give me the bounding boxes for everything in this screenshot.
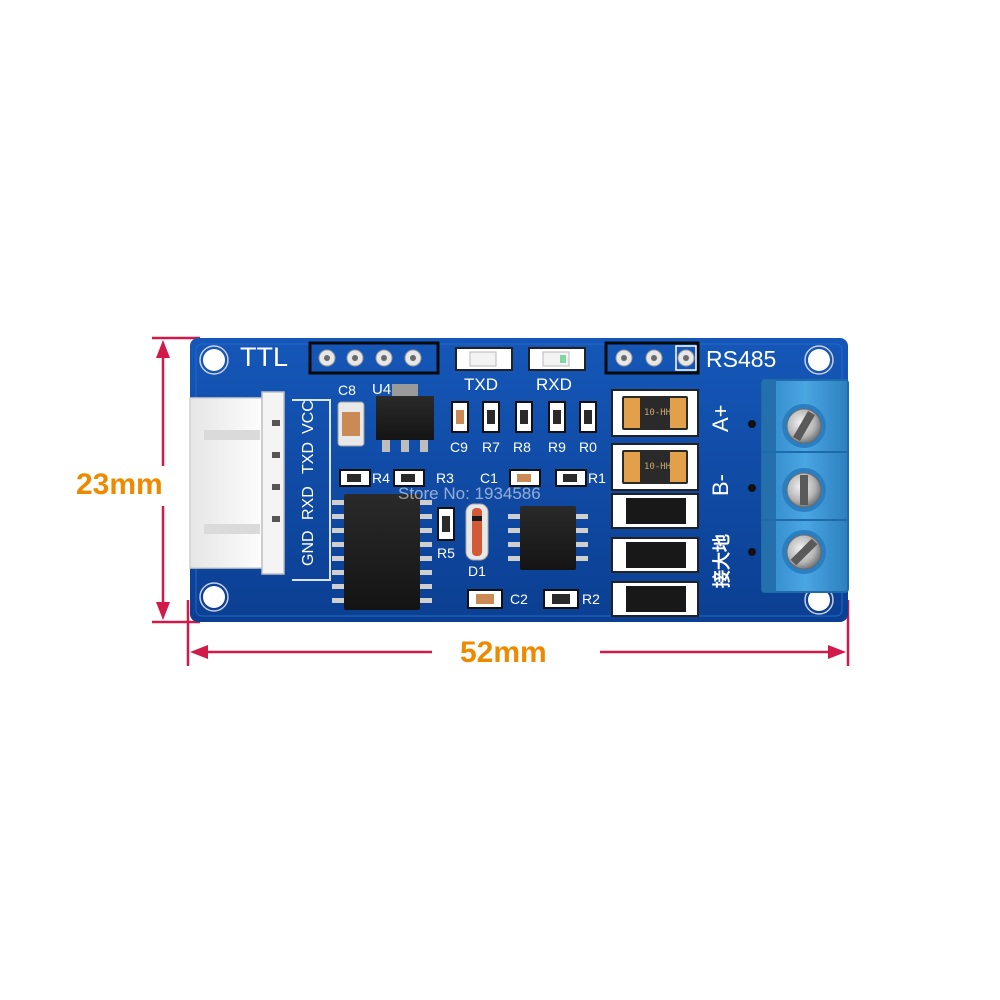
screw-a <box>782 404 826 448</box>
ttl-label: TTL <box>240 342 289 372</box>
pin-label-vcc: VCC <box>300 400 317 434</box>
smd-row-bottom <box>467 589 579 609</box>
rs485-label: RS485 <box>706 346 777 372</box>
smd-row-top <box>451 401 597 433</box>
label-c8: C8 <box>338 382 356 398</box>
label-r3: R3 <box>436 470 454 486</box>
ptc-fuses <box>611 389 699 491</box>
rs485-header <box>604 341 700 375</box>
label-r2: R2 <box>582 591 600 607</box>
led-label-txd: TXD <box>464 375 498 394</box>
label-d1: D1 <box>468 563 486 579</box>
ptc-marking-1: 10-HH <box>644 408 672 418</box>
label-c9: C9 <box>450 439 468 455</box>
ttl-header <box>308 341 440 375</box>
diode-d1 <box>465 503 489 561</box>
height-dimension <box>152 336 200 624</box>
label-r0: R0 <box>579 439 597 455</box>
width-dimension <box>186 600 850 666</box>
isolator-chip <box>332 494 432 610</box>
regulator-u4 <box>376 384 434 452</box>
label-r4: R4 <box>372 470 390 486</box>
transceiver-chip <box>508 506 588 570</box>
led-label-rxd: RXD <box>536 375 572 394</box>
width-dimension-label: 52mm <box>460 636 547 669</box>
pin-label-txd: TXD <box>300 442 317 474</box>
height-dimension-label: 23mm <box>76 468 163 501</box>
pin-label-rxd: RXD <box>300 486 317 520</box>
screw-b <box>782 468 826 512</box>
label-r1: R1 <box>588 470 606 486</box>
terminal-label-b: B- <box>708 474 733 496</box>
smd-row-mid <box>339 469 587 487</box>
leds <box>455 347 586 371</box>
pin-label-gnd: GND <box>300 530 317 566</box>
mounting-holes <box>199 345 834 615</box>
ptc-marking-2: 10-HH <box>644 462 672 472</box>
label-c2: C2 <box>510 591 528 607</box>
label-u4: U4 <box>372 381 392 398</box>
label-c1: C1 <box>480 470 498 486</box>
label-r7: R7 <box>482 439 500 455</box>
jst-connector <box>189 391 285 575</box>
label-r8: R8 <box>513 439 531 455</box>
tvs-diodes <box>611 493 699 617</box>
terminal-label-a: A+ <box>708 404 733 432</box>
label-r5: R5 <box>437 545 455 561</box>
store-watermark: Store No: 1934586 <box>398 484 541 503</box>
terminal-label-gnd: 接大地 <box>712 534 733 588</box>
label-r9: R9 <box>548 439 566 455</box>
screw-gnd <box>782 530 826 574</box>
terminal-block <box>761 379 849 593</box>
